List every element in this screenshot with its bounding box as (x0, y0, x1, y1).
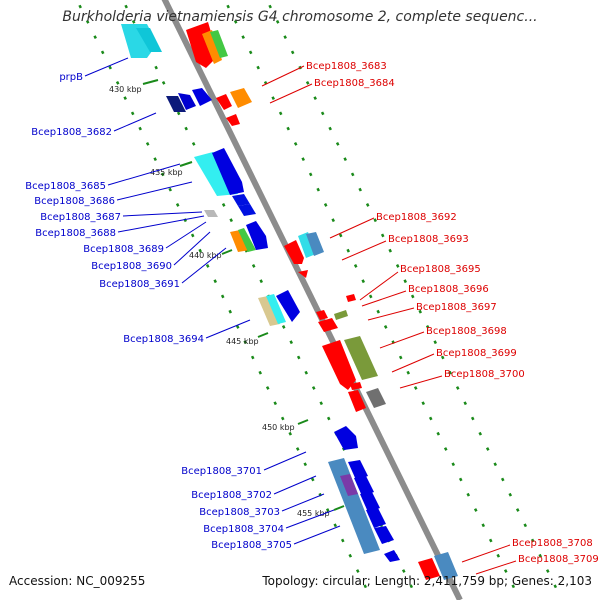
gene-3700c (350, 382, 362, 390)
gene-3704 (360, 492, 380, 512)
forward-genes (121, 24, 400, 562)
gene-3687b (238, 204, 256, 216)
gene-3693a (298, 232, 316, 258)
label-bcep1808-3700: Bcep1808_3700 (444, 369, 525, 380)
kbp-tick-455: 455 kbp (297, 509, 330, 518)
label-bcep1808-3689: Bcep1808_3689 (83, 244, 164, 255)
gene-3697 (334, 310, 348, 320)
gene-3696 (316, 310, 328, 320)
gene-3684c (226, 114, 240, 126)
gene-3683c (210, 30, 228, 58)
gene-3682a (166, 96, 186, 112)
gene-3700a (348, 390, 366, 412)
label-bcep1808-3701: Bcep1808_3701 (181, 466, 262, 477)
gene-3690 (238, 228, 256, 252)
gene-3686 (212, 148, 244, 195)
gene-3705a (366, 508, 386, 528)
gene-3701 (334, 426, 358, 450)
gene-3694c (276, 290, 300, 322)
kbp-tick-435: 435 kbp (150, 168, 183, 177)
gene-3692 (284, 240, 304, 264)
gene-3684a (216, 94, 232, 110)
kbp-tick-450: 450 kbp (262, 423, 295, 432)
left-gene-label-texts: prpB Bcep1808_3682 Bcep1808_3685 Bcep180… (25, 72, 292, 551)
gene-3687a (232, 194, 250, 206)
gene-3703a (348, 460, 368, 480)
label-bcep1808-3703: Bcep1808_3703 (199, 507, 280, 518)
gene-3693c (298, 270, 308, 278)
label-bcep1808-3682: Bcep1808_3682 (31, 127, 112, 138)
label-bcep1808-3704: Bcep1808_3704 (203, 524, 284, 535)
gene-3694a (258, 296, 280, 326)
gene-3684b (230, 88, 252, 108)
gene-3689 (230, 230, 250, 252)
gene-purple (340, 474, 358, 496)
gene-3693b (306, 232, 324, 256)
gene-3682b (178, 93, 196, 110)
label-bcep1808-3691: Bcep1808_3691 (99, 279, 180, 290)
gene-3694b (266, 294, 286, 324)
gene-3705b (374, 526, 394, 544)
label-bcep1808-3702: Bcep1808_3702 (191, 490, 272, 501)
label-bcep1808-3695: Bcep1808_3695 (400, 264, 481, 275)
label-bcep1808-3692: Bcep1808_3692 (376, 212, 457, 223)
reverse-genes (186, 22, 458, 580)
gene-3682c (192, 88, 212, 106)
kbp-tick-445: 445 kbp (226, 337, 259, 346)
label-bcep1808-3685: Bcep1808_3685 (25, 181, 106, 192)
gene-3705c (384, 550, 400, 562)
gene-3695 (346, 294, 356, 302)
gene-3699a (322, 340, 356, 390)
gene-3699b (344, 336, 378, 380)
label-bcep1808-3694: Bcep1808_3694 (123, 334, 204, 345)
label-bcep1808-3698: Bcep1808_3698 (426, 326, 507, 337)
label-bcep1808-3709: Bcep1808_3709 (518, 554, 599, 565)
page-title: Burkholderia vietnamiensis G4 chromosome… (62, 9, 538, 25)
kbp-tick-labels: 430 kbp 435 kbp 440 kbp 445 kbp 450 kbp … (109, 79, 345, 518)
label-prpB: prpB (59, 72, 83, 83)
label-bcep1808-3697: Bcep1808_3697 (416, 302, 497, 313)
gene-3683b (202, 30, 222, 64)
label-bcep1808-3696: Bcep1808_3696 (408, 284, 489, 295)
accession-text: Accession: NC_009255 (9, 574, 146, 588)
label-bcep1808-3683: Bcep1808_3683 (306, 61, 387, 72)
gene-3703b (354, 476, 374, 496)
kbp-tick-430: 430 kbp (109, 85, 142, 94)
label-bcep1808-3708: Bcep1808_3708 (512, 538, 593, 549)
gene-3708 (418, 558, 440, 580)
label-bcep1808-3690: Bcep1808_3690 (91, 261, 172, 272)
label-bcep1808-3684: Bcep1808_3684 (314, 78, 395, 89)
gene-cyan-top (136, 28, 162, 52)
genome-backbone (161, 0, 463, 600)
gene-3688 (204, 210, 218, 217)
label-bcep1808-3699: Bcep1808_3699 (436, 348, 517, 359)
genome-info-text: Topology: circular; Length: 2,411,759 bp… (262, 574, 592, 588)
gene-3709 (434, 552, 458, 580)
label-bcep1808-3687: Bcep1808_3687 (40, 212, 121, 223)
right-gene-labels (261, 65, 517, 575)
right-gene-label-texts: Bcep1808_3683 Bcep1808_3684 Bcep1808_369… (306, 61, 599, 565)
gene-3691 (246, 221, 268, 250)
label-bcep1808-3705: Bcep1808_3705 (211, 540, 292, 551)
label-bcep1808-3693: Bcep1808_3693 (388, 234, 469, 245)
label-bcep1808-3688: Bcep1808_3688 (35, 228, 116, 239)
gene-3700b (366, 388, 386, 408)
left-gene-labels (84, 57, 341, 545)
label-bcep1808-3686: Bcep1808_3686 (34, 196, 115, 207)
gene-3702 (328, 458, 380, 554)
kbp-tick-440: 440 kbp (189, 251, 222, 260)
gene-3698 (318, 318, 338, 332)
